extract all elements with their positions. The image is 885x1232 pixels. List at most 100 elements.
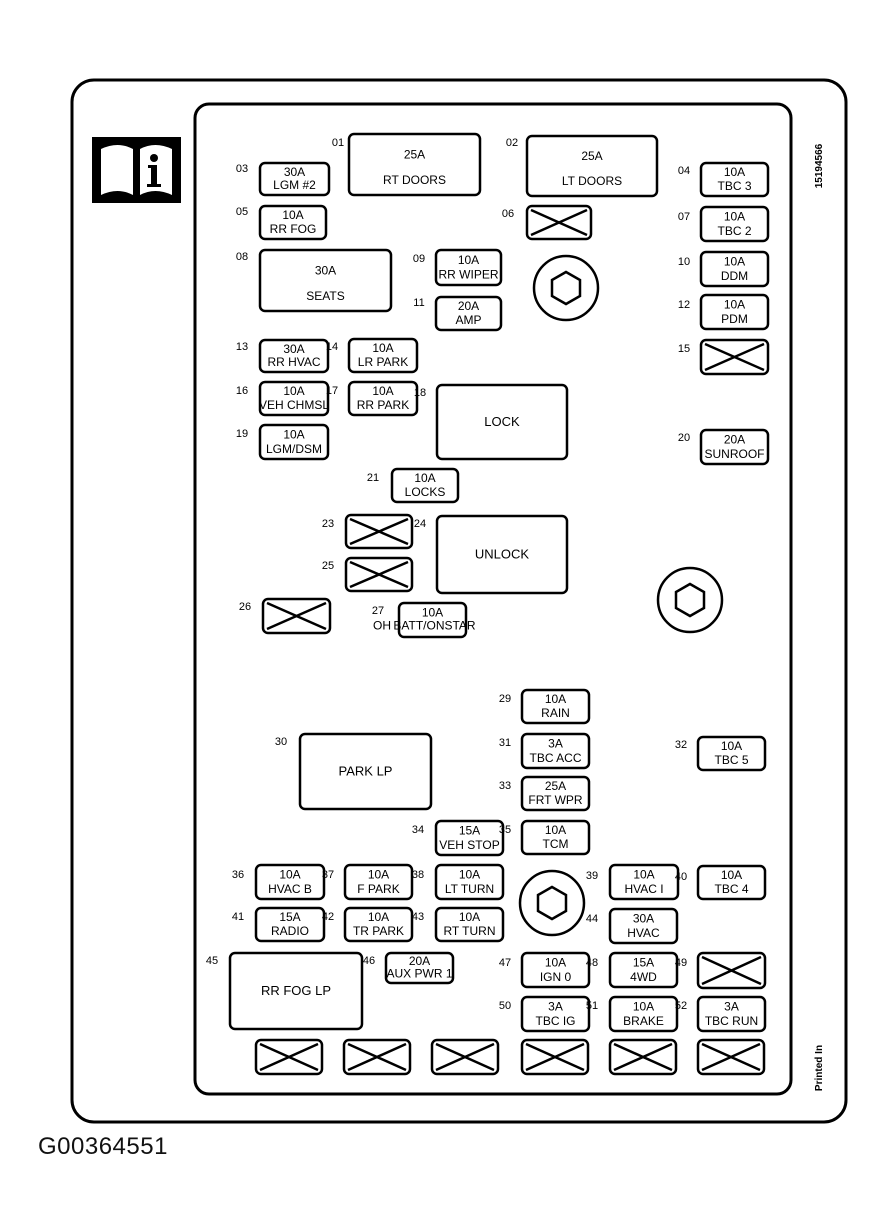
fuse-slot-outline — [298, 732, 433, 811]
fuse-number: 14 — [326, 341, 338, 353]
fuse-number: 19 — [236, 428, 248, 440]
fuse-number: 26 — [239, 601, 251, 613]
spare-slot[interactable] — [254, 1038, 324, 1076]
fuse-slot-outline — [696, 735, 767, 772]
fuse-number: 07 — [678, 211, 690, 223]
fuse-amperage: 30A — [283, 342, 304, 356]
fuse-slot-outline — [435, 514, 569, 595]
fuse-06[interactable]: 06 — [502, 204, 593, 241]
fuse-amperage: 30A — [284, 165, 305, 179]
spare-slot[interactable] — [696, 1038, 766, 1076]
fuse-26[interactable]: 26 — [239, 597, 332, 635]
fuse-number: 21 — [367, 472, 379, 484]
spare-slot[interactable] — [520, 1038, 590, 1076]
printed-note: Printed In — [814, 1045, 825, 1091]
fuse-slot-outline — [608, 863, 680, 901]
fuse-amperage: 30A — [315, 263, 336, 277]
fuse-amperage: 10A — [459, 910, 480, 924]
fuse-25[interactable]: 25 — [322, 556, 414, 593]
fuse-slot-outline — [384, 951, 455, 985]
fuse-23[interactable]: 23 — [322, 513, 414, 550]
fuse-amperage: 10A — [545, 956, 566, 970]
fuse-label: AUX PWR 1 — [386, 967, 452, 981]
fuse-number: 20 — [678, 432, 690, 444]
fuse-number: 33 — [499, 780, 511, 792]
fuse-amperage: 10A — [368, 868, 389, 882]
fuse-15[interactable]: 15 — [678, 338, 770, 376]
fuse-label: RR HVAC — [267, 355, 320, 369]
empty-slot-cross-mark — [613, 1042, 673, 1072]
fuse-slot-outline — [343, 906, 414, 943]
fuse-label: 4WD — [630, 970, 657, 984]
spare-slot[interactable] — [342, 1038, 412, 1076]
fuse-slot-outline — [520, 995, 591, 1033]
spare-slot[interactable] — [430, 1038, 500, 1076]
fuse-slot-outline — [254, 906, 326, 943]
fuse-amperage: 10A — [545, 823, 566, 837]
fuse-slot-outline — [258, 204, 328, 241]
fuse-label: TBC 4 — [714, 882, 748, 896]
empty-slot-cross-mark — [530, 208, 588, 237]
fuse-slot-outline — [525, 134, 659, 198]
fuse-amperage: 3A — [548, 737, 563, 751]
fuse-number: 42 — [322, 911, 334, 923]
fuse-amperage: 15A — [633, 956, 654, 970]
empty-slot-cross-mark — [525, 1042, 585, 1072]
fuse-amperage: 25A — [581, 149, 602, 163]
fuse-49[interactable]: 49 — [675, 951, 767, 990]
spare-slot[interactable] — [608, 1038, 678, 1076]
fuse-slot-outline — [696, 864, 767, 901]
fuse-slot-outline — [347, 132, 482, 197]
fuse-label: RR FOG LP — [261, 983, 331, 998]
fuse-number: 51 — [586, 1000, 598, 1012]
fuse-slot-outline — [699, 428, 770, 466]
fuse-amperage: 15A — [279, 910, 300, 924]
fuse-slot-outline — [254, 863, 326, 901]
fuse-slot-outline — [520, 688, 591, 725]
